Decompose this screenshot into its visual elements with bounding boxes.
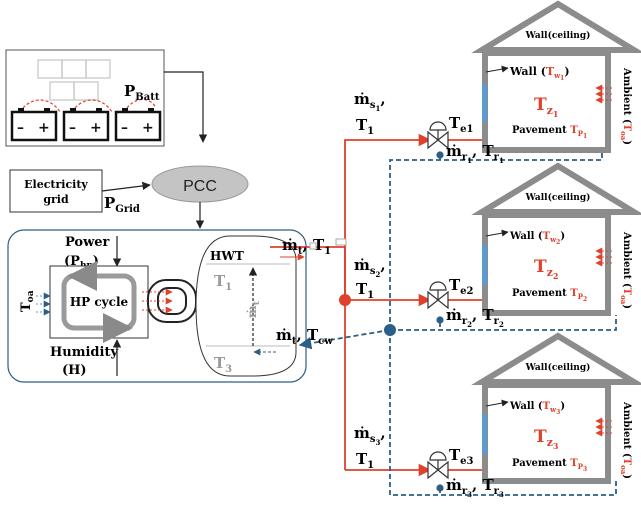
- humidity-symbol: (H): [62, 363, 87, 378]
- zone-1-ambient-arrows: [595, 84, 612, 104]
- zone-1-ambient: Ambient (Toa): [619, 67, 632, 145]
- return-m-label: ṁt, Tcw: [276, 326, 333, 347]
- zone-1-wall-label: Wall (Tw1): [509, 65, 570, 82]
- zone-1-wall-ceiling: Wall(ceiling): [525, 30, 591, 41]
- battery-ghost-icons: [37, 59, 111, 101]
- toa-label: Toa: [19, 290, 36, 312]
- supply-m-label: ṁt, T1: [282, 236, 331, 257]
- tank-mt-label: ṁt: [245, 300, 262, 318]
- supply-junction-node: [339, 294, 351, 306]
- ms2-label: ṁs2,: [354, 256, 386, 279]
- svg-text:+: +: [142, 120, 154, 136]
- p-grid-label: PGrid: [104, 194, 140, 215]
- svg-text:+: +: [38, 120, 50, 136]
- zone-3-tz: Tz3: [534, 427, 559, 451]
- zone-1-room: [482, 50, 611, 153]
- zone-3-roof: [471, 332, 641, 385]
- grid-label-line2: grid: [43, 193, 69, 206]
- valve-zone-3: [427, 451, 449, 492]
- te1-label: Te1: [449, 114, 474, 135]
- te3-label: Te3: [449, 446, 474, 467]
- hp-cycle-label: HP cycle: [70, 295, 129, 309]
- zone-2-ambient-arrows: [595, 247, 612, 267]
- grid-to-pcc-line: [101, 181, 151, 192]
- electricity-grid-box: [9, 169, 103, 213]
- zone-1-wall-arrow: [485, 65, 509, 73]
- pcc-label: PCC: [183, 178, 217, 195]
- zone-3: Wall(ceiling) Wall (Tw3) Tz3 Pavement TP…: [471, 332, 641, 484]
- zone-2-wall-ceiling: Wall(ceiling): [525, 192, 591, 203]
- zone-2-wall-label: Wall (Tw2): [509, 231, 565, 246]
- zone-2: Wall(ceiling) Wall (Tw2) Tz2 Pavement TP…: [471, 162, 641, 316]
- return-junction-node: [384, 324, 396, 336]
- zone-2-ambient: Ambient (Toa): [619, 231, 632, 309]
- zone-2-tz: Tz2: [534, 257, 558, 281]
- hp-cycle-icon: [61, 261, 137, 343]
- zone-3-wall-arrow: [485, 399, 509, 407]
- zone-2-wall-arrow: [485, 229, 509, 237]
- ms1-label: ṁs1,: [354, 90, 386, 113]
- battery-to-pcc-line: [164, 71, 208, 143]
- battery-cells: –+ –+ –+: [10, 108, 162, 142]
- battery-wiring: [19, 98, 157, 113]
- p-batt-label: PBatt: [124, 82, 160, 103]
- humidity-label: Humidity: [50, 345, 118, 360]
- grid-label-line1: Electricity: [24, 178, 88, 191]
- tank-t3-label: T3: [214, 354, 232, 375]
- mr3-label: ṁr3, Tr3: [446, 476, 504, 499]
- zone-1: Wall(ceiling) Wall (Tw1) Tz1 Pavement TP…: [471, 0, 641, 153]
- ms1-t-label: T1: [356, 116, 374, 137]
- hot-water-tank: [195, 235, 297, 377]
- power-label: Power: [65, 235, 110, 250]
- zone-1-window: [482, 84, 487, 122]
- valve-zone-1: [427, 121, 449, 159]
- battery-bank: –+ –+ –+: [5, 49, 165, 147]
- supply-pipe-joints: [309, 238, 347, 250]
- tank-t1-label: T1: [214, 272, 232, 293]
- te2-label: Te2: [449, 276, 474, 297]
- svg-text:+: +: [90, 120, 102, 136]
- svg-text:–: –: [17, 120, 24, 136]
- zone-3-wall-label: Wall (Tw3): [509, 401, 565, 416]
- zone-3-pavement: Pavement TP3: [512, 458, 587, 473]
- svg-text:–: –: [69, 120, 76, 136]
- svg-text:–: –: [121, 120, 128, 136]
- mr2-label: ṁr2, Tr2: [446, 306, 504, 329]
- ms3-label: ṁs3,: [354, 424, 386, 447]
- mr1-label: ṁr1, Tr1: [446, 142, 504, 165]
- zone-2-window: [482, 245, 487, 285]
- zone-1-roof: [471, 0, 641, 53]
- zone-1-pavement: Pavement TP1: [512, 125, 587, 140]
- valve-zone-2: [427, 281, 449, 324]
- ms2-t-label: T1: [356, 280, 374, 301]
- ms3-t-label: T1: [356, 450, 374, 471]
- zone-3-ambient: Ambient (Toa): [619, 401, 632, 479]
- zone-1-tz: Tz1: [534, 95, 558, 119]
- zone-3-window: [482, 414, 487, 454]
- zone-3-ambient-arrows: [595, 417, 612, 437]
- zone-3-wall-ceiling: Wall(ceiling): [525, 362, 591, 373]
- zone-2-roof: [471, 162, 641, 215]
- hwt-label: HWT: [210, 249, 244, 263]
- zone-2-pavement: Pavement TP2: [512, 288, 587, 303]
